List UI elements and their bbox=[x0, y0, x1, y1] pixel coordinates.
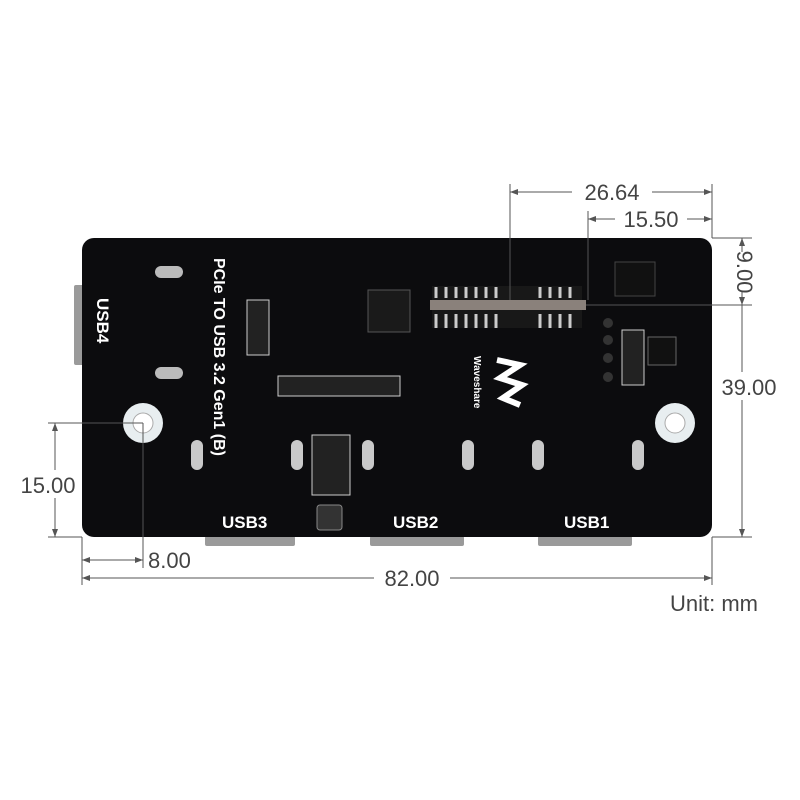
dim-15-00: 15.00 bbox=[20, 473, 75, 498]
usb-connectors bbox=[74, 285, 632, 546]
dim-15-50: 15.50 bbox=[623, 207, 678, 232]
regulator-components bbox=[311, 434, 351, 496]
pad bbox=[155, 266, 183, 278]
usb3-connector bbox=[205, 536, 295, 546]
pcie-connector-strip bbox=[430, 300, 586, 310]
dim-9-00: 9.00 bbox=[732, 251, 757, 294]
dim-8-00: 8.00 bbox=[148, 548, 191, 573]
button bbox=[316, 504, 343, 531]
usb3-label: USB3 bbox=[222, 513, 267, 532]
ic-chip bbox=[614, 261, 656, 297]
unit-label: Unit: mm bbox=[670, 591, 758, 616]
brand-label: Waveshare bbox=[471, 356, 482, 409]
resistor-array bbox=[621, 329, 645, 386]
pad bbox=[155, 367, 183, 379]
dimension-arrows bbox=[52, 189, 745, 581]
usb4-label: USB4 bbox=[93, 298, 112, 344]
dim-26-64: 26.64 bbox=[584, 180, 639, 205]
dim-39-00: 39.00 bbox=[721, 375, 776, 400]
usb4-connector bbox=[74, 285, 84, 365]
board-title: PCIe TO USB 3.2 Gen1 (B) bbox=[210, 258, 227, 456]
resistor-array bbox=[246, 299, 270, 356]
ic-chip bbox=[647, 336, 677, 366]
usb2-label: USB2 bbox=[393, 513, 438, 532]
usb1-connector bbox=[538, 536, 632, 546]
ic-chip bbox=[367, 289, 411, 333]
resistor-array bbox=[277, 375, 401, 397]
usb1-label: USB1 bbox=[564, 513, 609, 532]
components bbox=[123, 261, 695, 531]
waveshare-logo-icon bbox=[493, 357, 529, 408]
usb2-connector bbox=[370, 536, 464, 546]
dim-82-00: 82.00 bbox=[384, 566, 439, 591]
